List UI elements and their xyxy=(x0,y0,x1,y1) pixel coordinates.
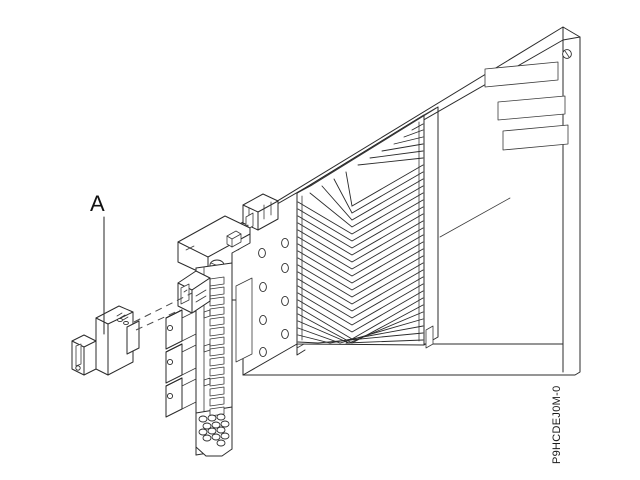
bracket-vent-slots xyxy=(209,276,225,417)
board-label-panels xyxy=(484,61,569,151)
adapter-bracket xyxy=(195,262,233,457)
board-screw-holes xyxy=(258,237,289,358)
bracket-perforations xyxy=(198,413,230,447)
heatsink-fins xyxy=(297,123,424,344)
callout-label-a: A xyxy=(90,191,106,216)
part-number-label: P9HCDEJ0M-0 xyxy=(551,385,563,465)
heatsink xyxy=(296,106,439,356)
transceiver-module xyxy=(71,305,140,376)
insertion-dashed-line-lower xyxy=(135,309,181,331)
insertion-dashed-line xyxy=(133,292,193,323)
board-guide-line xyxy=(439,197,511,238)
port-cage-stack xyxy=(165,270,211,418)
board-cutout xyxy=(235,277,253,363)
